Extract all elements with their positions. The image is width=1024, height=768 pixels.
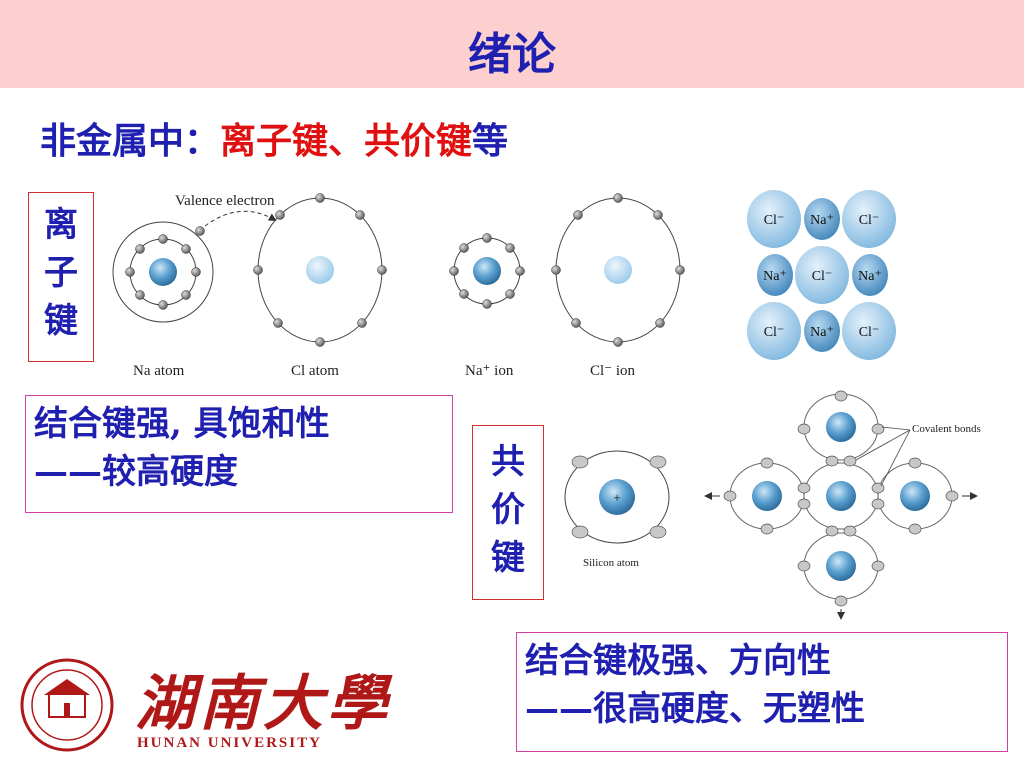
- silicon-atom-label: Silicon atom: [583, 557, 639, 569]
- silicon-atom-diagram: + Silicon atom: [564, 450, 670, 569]
- lattice-ion: Cl⁻: [764, 325, 785, 340]
- lattice-ion: Cl⁻: [859, 325, 880, 340]
- lattice-ion: Na⁺: [763, 269, 787, 284]
- covalent-property-line-2: ——很高硬度、无塑性: [525, 689, 865, 729]
- lattice-ion: Cl⁻: [812, 269, 833, 284]
- covalent-char-1: 共: [491, 442, 525, 482]
- ionic-property-line-1: 结合键强, 具饱和性: [34, 404, 330, 444]
- subtitle-prefix: 非金属中：: [40, 120, 221, 162]
- lattice-ion: Cl⁻: [764, 213, 785, 228]
- na-ion-diagram: [449, 233, 525, 309]
- cl-atom-diagram: [253, 193, 387, 347]
- cl-ion-label: Cl⁻ ion: [590, 363, 636, 379]
- subtitle-highlight: 离子键、共价键: [220, 120, 473, 162]
- covalent-lattice: Covalent bonds: [704, 390, 981, 620]
- university-seal-logo: [20, 658, 114, 752]
- na-atom-diagram: [112, 221, 214, 323]
- ionic-property-line-2: ——较高硬度: [34, 452, 238, 492]
- covalent-bonds-label: Covalent bonds: [912, 423, 981, 435]
- na-ion-label: Na⁺ ion: [465, 363, 514, 379]
- lattice-ion: Na⁺: [810, 213, 834, 228]
- lattice-ion: Na⁺: [858, 269, 882, 284]
- university-logo-chinese: 湖南大學: [135, 669, 391, 739]
- ionic-char-1: 离: [44, 205, 78, 245]
- university-logo-english: HUNAN UNIVERSITY: [137, 735, 322, 751]
- slide-title: 绪论: [468, 29, 556, 80]
- covalent-property-box: 结合键极强、方向性 ——很高硬度、无塑性: [516, 632, 1008, 752]
- lattice-ion: Cl⁻: [859, 213, 880, 228]
- ionic-char-2: 子: [44, 253, 78, 293]
- covalent-property-line-1: 结合键极强、方向性: [525, 641, 831, 681]
- ionic-property-box: 结合键强, 具饱和性 ——较高硬度: [25, 395, 453, 513]
- title-bar: [0, 0, 1024, 88]
- ionic-bond-label: 离 子 键: [28, 192, 94, 362]
- nacl-lattice: Cl⁻ Na⁺ Cl⁻ Na⁺ Cl⁻ Na⁺ Cl⁻ Na⁺ Cl⁻: [747, 190, 896, 360]
- ionic-char-3: 键: [44, 301, 78, 341]
- covalent-bond-label: 共 价 键: [472, 425, 544, 600]
- covalent-char-3: 键: [491, 538, 525, 578]
- subtitle-suffix: 等: [472, 120, 509, 162]
- covalent-char-2: 价: [491, 490, 525, 530]
- na-atom-label: Na atom: [133, 363, 185, 379]
- lattice-ion: Na⁺: [810, 325, 834, 340]
- cl-ion-diagram: [551, 193, 685, 347]
- subtitle: 非金属中：离子键、共价键等: [40, 112, 508, 164]
- cl-atom-label: Cl atom: [291, 363, 339, 379]
- si-plus: +: [613, 490, 620, 505]
- valence-electron-label: Valence electron: [175, 193, 275, 209]
